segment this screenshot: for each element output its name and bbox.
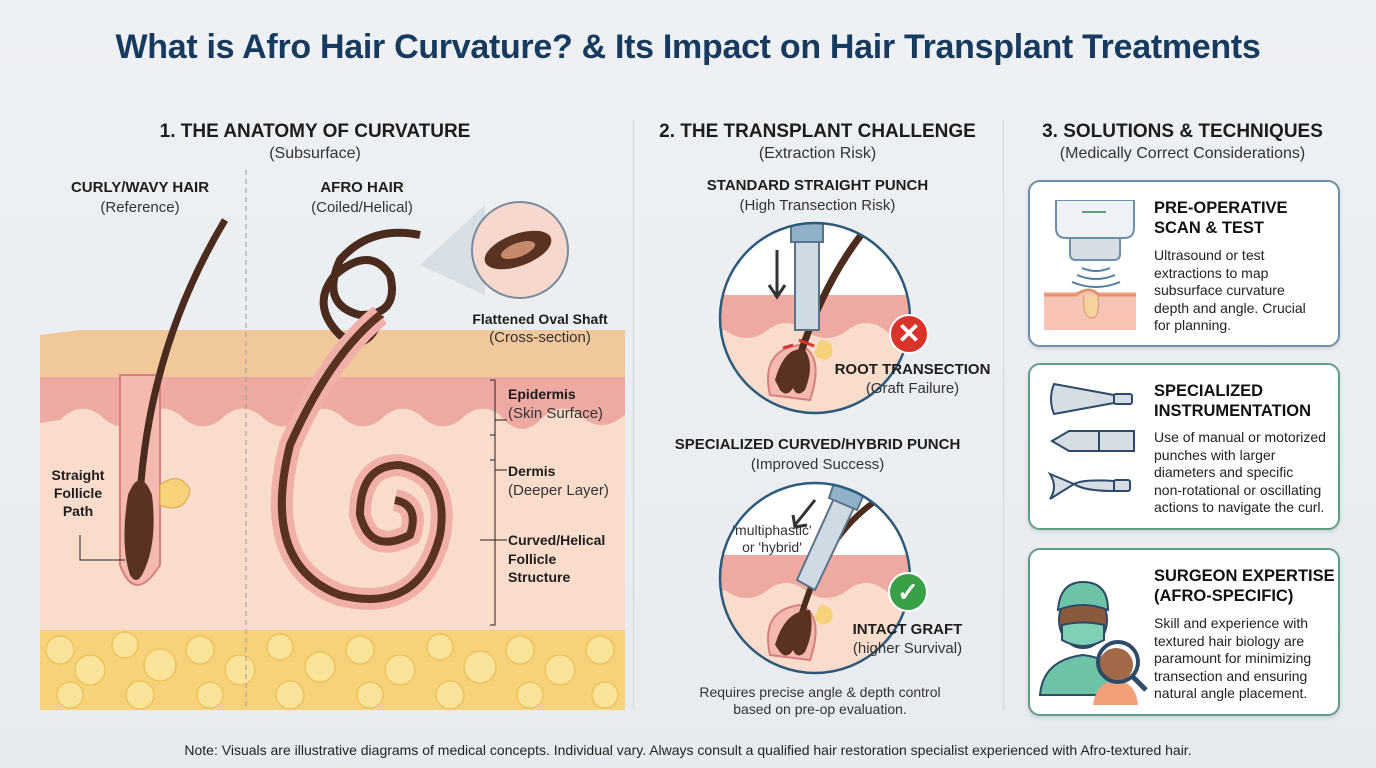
card-title-line-2: INSTRUMENTATION [1154,402,1312,420]
card-body-line: Skill and experience with [1154,615,1309,631]
curly-hair-sub: (Reference) [100,199,180,216]
card-body-line: actions to navigate the curl. [1154,499,1325,515]
cross-section-label: Flattened Oval Shaft [472,311,608,327]
intact-graft-label: INTACT GRAFT [852,621,963,638]
check-icon: ✓ [888,572,928,612]
page-title: What is Afro Hair Curvature? & Its Impac… [115,28,1261,66]
skin-anatomy-illustration [40,170,625,710]
curly-hair-shaft [136,218,229,496]
card-specialized-instrumentation: SPECIALIZED INSTRUMENTATION Use of manual… [1028,363,1340,530]
epidermis-layer [40,377,625,429]
section2-subheading: (Extraction Risk) [758,145,877,162]
dermis-label: Dermis [508,463,556,479]
card-body-line: textured hair biology are [1154,632,1305,649]
specialized-punch-label: SPECIALIZED CURVED/HYBRID PUNCH [674,436,961,453]
x-icon: ✕ [889,314,929,354]
card-body-line: transection and ensuring [1154,667,1308,684]
straight-follicle-label: Straight Follicle Path [51,467,105,519]
magnifier-icon [1096,640,1140,684]
card-body-line: depth and angle. Crucial [1154,299,1306,316]
card-body-line: Ultrasound or test [1154,247,1265,263]
column-divider [1003,120,1004,710]
specialized-punch-sub: (Improved Success) [750,456,885,473]
card-title-line-2: (AFRO-SPECIFIC) [1154,587,1294,605]
section2-footer-2: based on pre-op evaluation. [733,701,907,717]
sebaceous-gland [159,478,191,509]
standard-punch-label: STANDARD STRAIGHT PUNCH [706,177,929,194]
cross-section-sub: (Cross-section) [489,329,591,346]
card-body-line: punches with larger [1154,446,1276,463]
punch-tools-icon [1047,382,1135,500]
disclaimer-note: Note: Visuals are illustrative diagrams … [184,742,1192,758]
card-title-line-1: SURGEON EXPERTISE [1154,567,1335,585]
ultrasound-probe-icon [1044,200,1136,330]
column-divider [633,120,634,710]
section2-footer-1: Requires precise angle & depth control [699,684,941,700]
card-body-line: non-rotational or oscillating [1154,481,1322,498]
standard-punch-illustration [718,221,912,415]
section3-subheading: (Medically Correct Considerations) [1059,145,1306,162]
section2-heading: 2. THE TRANSPLANT CHALLENGE [659,121,976,142]
dermis-sub: (Deeper Layer) [508,482,609,499]
card-body-line: natural angle placement. [1154,685,1308,701]
card-preoperative-scan: PRE-OPERATIVE SCAN & TEST Ultrasound or t… [1028,180,1340,347]
helical-follicle-label: Curved/Helical Follicle Structure [508,532,606,585]
curly-hair-label: CURLY/WAVY HAIR [70,179,210,196]
epidermis-sub: (Skin Surface) [508,405,604,422]
card-body-line: extractions to map [1154,264,1269,281]
card-body-line: paramount for minimizing [1154,650,1312,666]
specialized-punch-illustration [718,481,912,675]
epidermis-label: Epidermis [508,386,576,402]
card-surgeon-expertise: SURGEON EXPERTISE (AFRO-SPECIFIC) Skill a… [1028,548,1340,716]
intact-graft-sub: (higher Survival) [852,640,963,657]
card-body-line: for planning. [1154,317,1232,333]
card-body-line: subsurface curvature [1154,282,1285,298]
arrow-diagonal-icon [791,499,817,529]
card-title-line-2: SCAN & TEST [1154,219,1265,237]
section1-heading: 1. THE ANATOMY OF CURVATURE [159,121,471,142]
hybrid-tag-1: 'multiphastic' [732,522,812,538]
transection-sub: (Graft Failure) [865,380,960,397]
hybrid-tag-2: or 'hybrid' [742,539,802,555]
card-body-line: Use of manual or motorized [1154,429,1326,445]
standard-punch-sub: (High Transection Risk) [739,197,896,214]
transection-label: ROOT TRANSECTION [834,361,991,378]
afro-hair-label: AFRO HAIR [320,179,404,196]
curly-hair-bulb [124,480,154,580]
card-body-line: diameters and specific [1154,464,1294,480]
surgeon-icon [1038,580,1148,705]
section1-subheading: (Subsurface) [269,145,361,162]
section3-heading: 3. SOLUTIONS & TECHNIQUES [1042,121,1323,142]
card-title-line-1: PRE-OPERATIVE [1154,199,1288,217]
afro-helical-follicle [277,311,446,603]
afro-hair-sub: (Coiled/Helical) [311,199,413,216]
card-title-line-1: SPECIALIZED [1154,382,1264,400]
arrow-down-icon [767,250,787,300]
afro-hair-coil [319,228,421,346]
